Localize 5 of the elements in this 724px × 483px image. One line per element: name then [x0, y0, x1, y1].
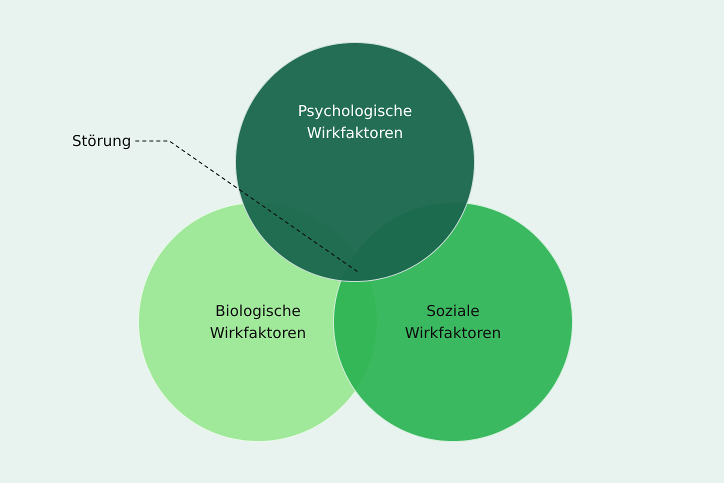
leader-line: [135, 140, 358, 272]
circle-label: Psychologische Wirkfaktoren: [296, 101, 414, 144]
circle-label: Soziale Wirkfaktoren: [404, 301, 502, 344]
circle-label: Biologische Wirkfaktoren: [208, 301, 308, 344]
callout-label: Störung: [72, 131, 132, 151]
